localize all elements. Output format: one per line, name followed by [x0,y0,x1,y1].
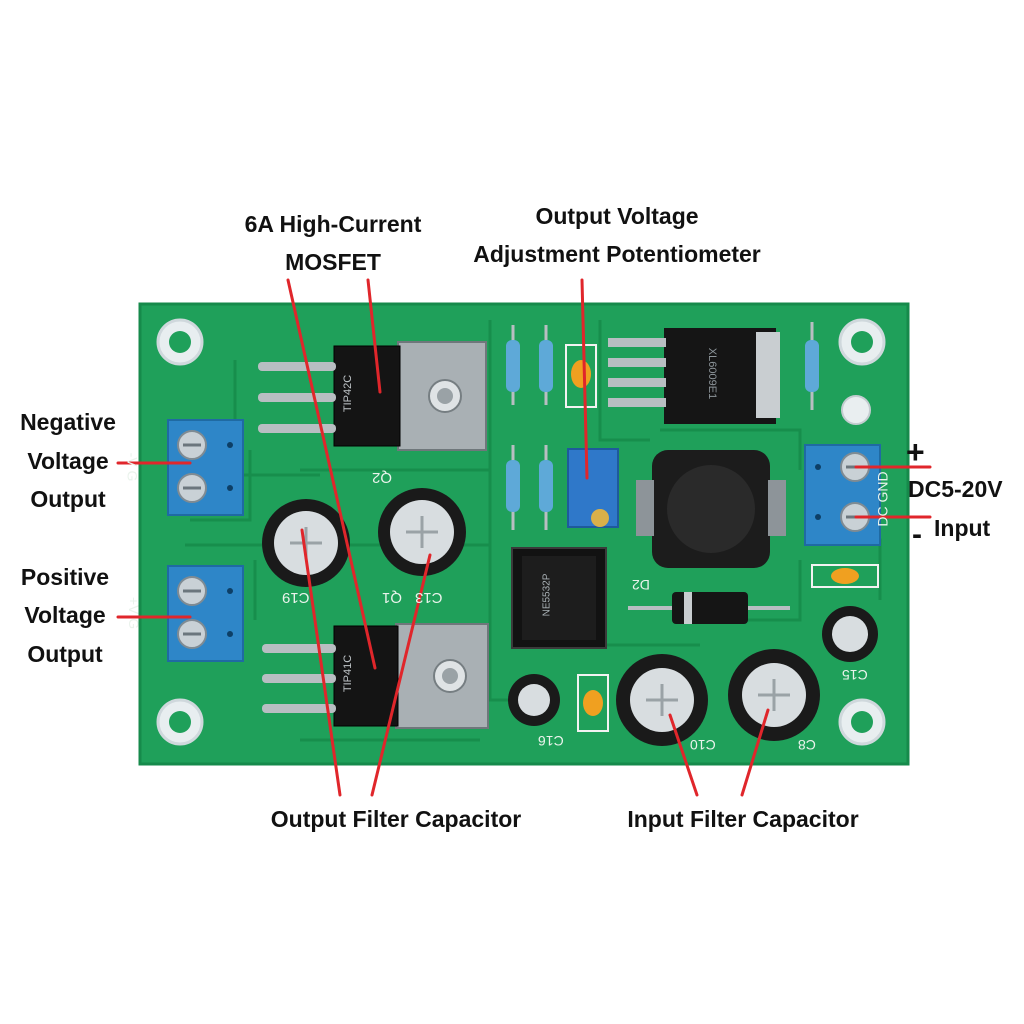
diode-d2 [628,592,790,624]
capacitor-c13 [378,488,466,576]
silkscreen-c16: C16 [538,733,564,749]
positive-label-line2: Voltage [24,602,106,628]
output-filter-label: Output Filter Capacitor [270,806,522,832]
positive-label-line1: Positive [20,564,110,590]
input-minus-sign: - [912,518,922,551]
capacitor-c19 [262,499,350,587]
input-terminal-block [804,444,881,546]
input-range-label: DC5-20V [908,476,1003,502]
mounting-holes [156,318,886,746]
negative-terminal-block [167,419,244,516]
capacitor-c8 [728,649,820,741]
opamp-ic [511,547,607,649]
input-word-label: Input [934,515,991,541]
mosfet-label-line1: 6A High-Current [244,211,422,237]
top-transistor-marking: TIP42C [342,374,355,413]
silkscreen-c19: C19 [282,589,310,606]
pot-label-line2: Adjustment Potentiometer [473,241,761,267]
silkscreen-q1: Q1 [382,589,403,606]
silkscreen-pos-terminal: +V G [126,596,143,630]
capacitor-c15 [822,606,878,662]
input-filter-label: Input Filter Capacitor [627,806,859,832]
negative-label-line2: Voltage [27,448,109,474]
regulator-ic [608,328,780,424]
silkscreen-c15: C15 [842,667,868,683]
ceramic-capacitor-right [811,564,879,588]
opamp-marking: NE5532P [541,573,553,617]
input-plus-sign: + [906,434,925,470]
positive-label-line3: Output [27,641,103,667]
silkscreen-neg-terminal: -V G [124,452,141,482]
capacitor-c10 [616,654,708,746]
pot-label-line1: Output Voltage [535,203,699,229]
mosfet-top [258,341,487,451]
silkscreen-d2: D2 [632,577,650,593]
potentiometer [567,448,619,528]
negative-label-line1: Negative [20,409,116,435]
silkscreen-q2: Q2 [372,469,393,486]
bottom-transistor-marking: TIP41C [342,654,355,693]
mosfet-label-line2: MOSFET [285,249,381,275]
resistors [506,322,819,530]
silkscreen-c13: C13 [415,589,443,606]
negative-label-line3: Output [30,486,106,512]
led [841,395,871,425]
regulator-marking: XL6009E1 [706,347,719,400]
positive-terminal-block [167,565,244,662]
power-inductor [636,450,786,568]
silkscreen-c8: C8 [798,737,816,753]
silkscreen-in-terminal: DC GND [874,471,891,527]
capacitor-c16 [508,674,560,726]
ceramic-capacitor-bottom [577,674,609,732]
callout-lines [116,278,932,797]
silkscreen-c10: C10 [690,737,716,753]
mosfet-bottom [262,623,489,729]
